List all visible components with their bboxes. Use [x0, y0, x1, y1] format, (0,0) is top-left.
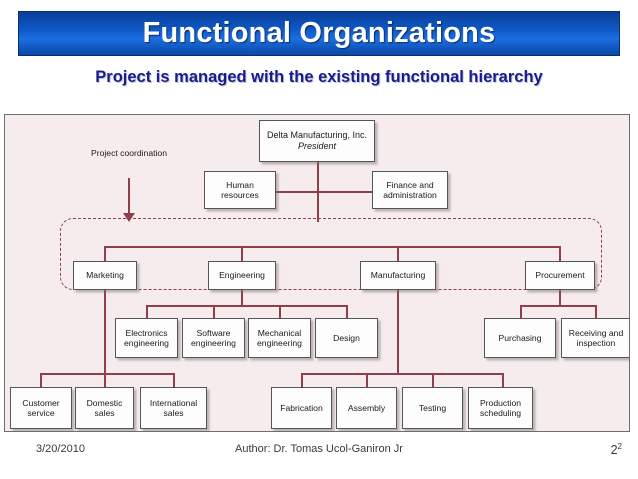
org-node-mechanical-line2: engineering	[257, 338, 302, 348]
org-node-design-label: Design	[333, 332, 360, 343]
org-node-software-line1: Software	[196, 327, 231, 338]
org-node-production-scheduling-line1: Production	[479, 397, 522, 408]
org-node-customer-service[interactable]: Customer service	[10, 387, 72, 429]
connector-manufacturing-to-tier5	[397, 290, 399, 375]
org-node-marketing-label: Marketing	[86, 270, 124, 281]
org-node-domestic-sales-line1: Domestic	[86, 397, 123, 408]
connector-tier4-procurement-bar	[521, 305, 597, 307]
org-node-purchasing[interactable]: Purchasing	[484, 318, 556, 358]
org-node-international-sales[interactable]: International sales	[140, 387, 207, 429]
org-node-marketing[interactable]: Marketing	[73, 261, 137, 290]
connector-procurement-to-tier4	[559, 290, 561, 306]
org-node-procurement[interactable]: Procurement	[525, 261, 595, 290]
connector-marketing-to-tier5	[104, 290, 106, 375]
org-node-software-line2: engineering	[191, 338, 236, 348]
org-node-assembly-label: Assembly	[347, 402, 386, 413]
org-node-electronics-engineering[interactable]: Electronics engineering	[115, 318, 178, 358]
connector-engineering-drop	[241, 246, 243, 261]
connector-purchasing-drop	[520, 305, 522, 318]
slide-subtitle: Project is managed with the existing fun…	[95, 68, 543, 86]
org-node-manufacturing-label: Manufacturing	[370, 270, 426, 281]
connector-electronics-drop	[146, 305, 148, 318]
connector-tier4-engineering-bar	[147, 305, 347, 307]
footer-page-value: 2	[610, 443, 618, 458]
footer-date: 3/20/2010	[36, 443, 85, 455]
org-node-international-sales-line1: International	[149, 397, 198, 408]
org-node-customer-service-line1: Customer	[22, 397, 60, 408]
org-chart-panel: Project coordination Delta Manufacturing…	[4, 114, 630, 432]
org-node-procurement-label: Procurement	[535, 270, 585, 281]
org-node-customer-service-line2: service	[27, 408, 55, 418]
org-node-president-line1: Delta Manufacturing, Inc.	[266, 130, 368, 141]
org-node-international-sales-line2: sales	[163, 408, 184, 418]
org-node-production-scheduling-line2: scheduling	[479, 408, 522, 418]
org-node-domestic-sales[interactable]: Domestic sales	[75, 387, 134, 429]
connector-assembly-drop	[366, 373, 368, 387]
coordination-label-line1: Project	[91, 148, 118, 158]
connector-receiving-drop	[595, 305, 597, 318]
org-node-manufacturing[interactable]: Manufacturing	[360, 261, 436, 290]
org-node-fabrication-label: Fabrication	[280, 402, 323, 413]
org-node-mechanical-engineering[interactable]: Mechanical engineering	[248, 318, 311, 358]
connector-procurement-drop	[559, 246, 561, 261]
connector-marketing-drop	[104, 246, 106, 261]
org-node-fabrication[interactable]: Fabrication	[271, 387, 332, 429]
org-node-human-resources-line2: resources	[221, 190, 259, 200]
connector-testing-drop	[432, 373, 434, 387]
connector-design-drop	[346, 305, 348, 318]
connector-engineering-to-tier4	[241, 290, 243, 306]
project-coordination-label: Project coordination	[81, 148, 177, 159]
org-node-electronics-line2: engineering	[124, 338, 169, 348]
connector-software-drop	[213, 305, 215, 318]
coordination-arrow-shaft	[128, 178, 130, 216]
org-node-software-engineering[interactable]: Software engineering	[182, 318, 245, 358]
connector-mechanical-drop	[279, 305, 281, 318]
org-node-mechanical-line1: Mechanical	[257, 327, 302, 338]
org-node-testing-label: Testing	[418, 402, 447, 413]
org-node-finance-line2: administration	[383, 190, 437, 200]
connector-domestic-sales-drop	[104, 373, 106, 387]
connector-customer-service-drop	[40, 373, 42, 387]
connector-tier5-marketing-bar	[41, 373, 175, 375]
org-node-receiving-inspection[interactable]: Receiving and inspection	[561, 318, 629, 358]
org-node-president[interactable]: Delta Manufacturing, Inc. President	[259, 120, 375, 162]
slide-title-banner: Functional Organizations	[18, 11, 620, 56]
connector-production-scheduling-drop	[502, 373, 504, 387]
connector-tier5-manufacturing-bar	[302, 373, 504, 375]
org-node-engineering-label: Engineering	[219, 270, 265, 281]
org-node-finance-administration[interactable]: Finance and administration	[372, 171, 448, 209]
footer-author: Author: Dr. Tomas Ucol-Ganiron Jr	[235, 443, 403, 455]
org-node-finance-line1: Finance and	[386, 179, 434, 190]
connector-manufacturing-drop	[397, 246, 399, 261]
footer-page-superscript: 2	[617, 442, 622, 451]
coordination-label-line2: coordination	[120, 148, 167, 158]
connector-fabrication-drop	[301, 373, 303, 387]
org-node-design[interactable]: Design	[315, 318, 378, 358]
org-node-assembly[interactable]: Assembly	[336, 387, 397, 429]
coordination-arrow-icon	[123, 213, 135, 222]
connector-tier2-horizontal	[239, 191, 409, 193]
org-node-engineering[interactable]: Engineering	[208, 261, 276, 290]
org-node-domestic-sales-line2: sales	[94, 408, 115, 418]
page-title: Functional Organizations	[142, 17, 496, 49]
org-node-receiving-line2: inspection	[576, 338, 616, 348]
org-node-human-resources[interactable]: Human resources	[204, 171, 276, 209]
org-node-president-line2: President	[297, 141, 337, 151]
org-node-production-scheduling[interactable]: Production scheduling	[468, 387, 533, 429]
org-node-receiving-line1: Receiving and	[568, 327, 624, 338]
org-node-purchasing-label: Purchasing	[498, 332, 542, 343]
footer-page-number: 22	[611, 442, 622, 457]
project-coordination-boundary	[60, 218, 602, 290]
connector-tier3-horizontal	[105, 246, 561, 248]
org-node-electronics-line1: Electronics	[125, 327, 168, 338]
connector-international-sales-drop	[173, 373, 175, 387]
org-node-testing[interactable]: Testing	[402, 387, 463, 429]
org-node-human-resources-line1: Human	[226, 179, 254, 190]
